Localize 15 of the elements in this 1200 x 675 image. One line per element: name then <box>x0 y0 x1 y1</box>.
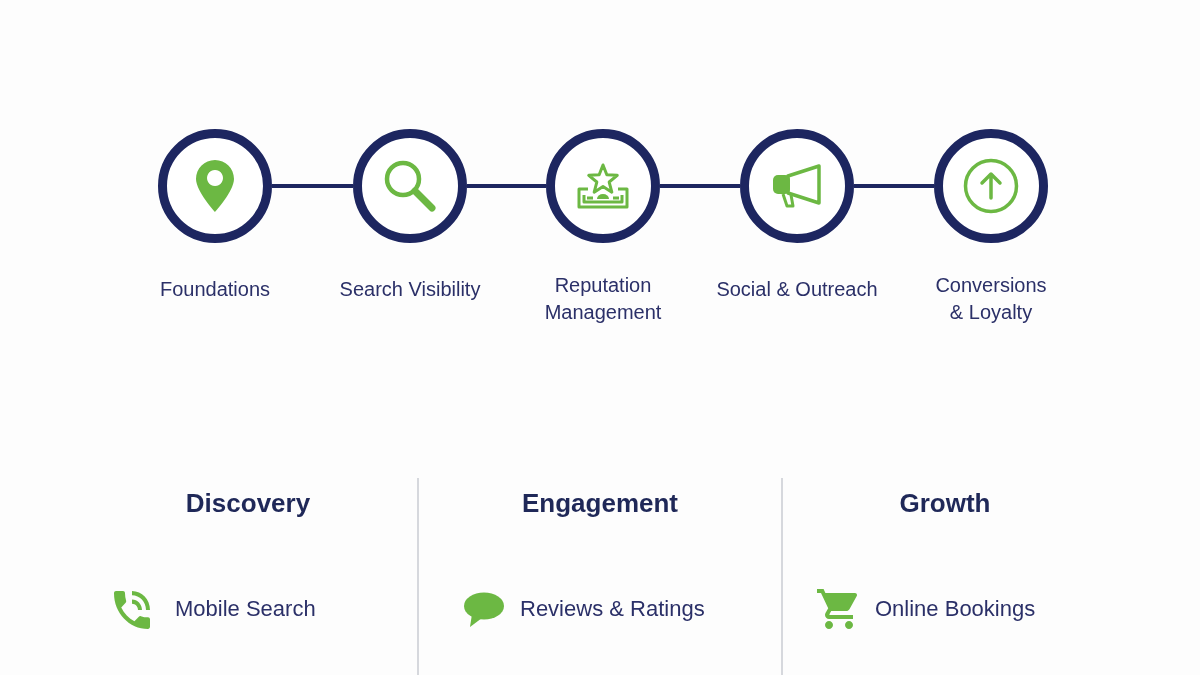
column-heading: Growth <box>899 488 991 518</box>
connector-line <box>660 184 740 188</box>
feature-label: Reviews & Ratings <box>520 596 705 622</box>
step-label: Search Visibility <box>339 277 481 302</box>
feature-label: Mobile Search <box>175 596 316 622</box>
connector-line <box>467 184 546 188</box>
step-label: Conversions & Loyalty <box>934 273 1048 325</box>
step-label: Social & Outreach <box>716 277 878 302</box>
column-heading: Engagement <box>522 488 678 518</box>
step-label: Reputation Management <box>543 273 663 325</box>
feature-label: Online Bookings <box>875 596 1036 622</box>
column-heading: Discovery <box>185 488 311 518</box>
connector-line <box>272 184 353 188</box>
step-label: Foundations <box>159 277 271 302</box>
connector-line <box>854 184 934 188</box>
